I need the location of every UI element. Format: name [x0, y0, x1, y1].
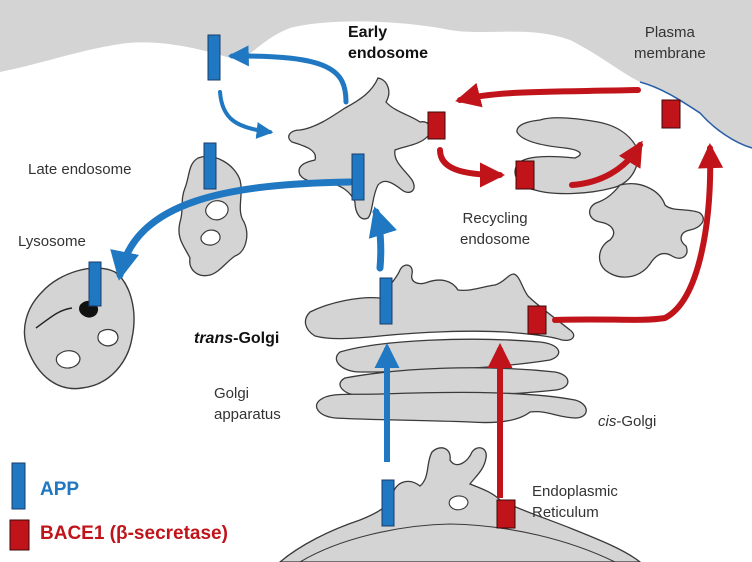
- early-endosome: [288, 77, 432, 220]
- plasma-membrane-label-line1: Plasma: [644, 24, 695, 41]
- recycling-endosome-label-line2: endosome: [460, 231, 531, 248]
- arrow-recycling-endosome-to-membrane: [569, 140, 643, 188]
- bace1-marker-membrane: [661, 99, 681, 129]
- golgi-apparatus-label-line1: Golgi: [214, 385, 250, 402]
- lysosome-hole-1: [55, 350, 81, 369]
- cis-golgi-label-italic: cis: [598, 413, 617, 430]
- bace1-marker-recycling-endosome: [515, 160, 535, 190]
- arrow-trans-golgi-to-early-endosome: [368, 206, 397, 272]
- lysosome-hole-2: [97, 328, 119, 347]
- trans-golgi-label-rest: -Golgi: [233, 330, 280, 347]
- plasma-membrane: [0, 0, 752, 148]
- bace1-marker-er: [496, 499, 516, 529]
- plasma-membrane-label: Plasma membrane: [634, 22, 706, 64]
- late-endosome-hole-2: [200, 229, 221, 246]
- arrow-membrane-to-early-endosome-bace1: [455, 82, 641, 108]
- arrow-membrane-to-early-endosome: [218, 90, 274, 139]
- app-marker-early-endosome: [351, 153, 365, 201]
- legend-bace1-label: BACE1 (β-secretase): [40, 523, 228, 544]
- er-label-line2: Reticulum: [532, 504, 599, 521]
- arrow-trans-golgi-to-membrane: [552, 142, 724, 323]
- app-marker-er: [381, 479, 395, 527]
- lysosome-label: Lysosome: [18, 233, 86, 250]
- early-endosome-label-line1: Early: [348, 24, 388, 41]
- recycling-endosome-label-line1: Recycling: [462, 210, 528, 227]
- legend-bace1-swatch: [9, 519, 30, 551]
- er-hole: [448, 495, 469, 511]
- plasma-membrane-label-line2: membrane: [634, 45, 706, 62]
- app-marker-lysosome: [88, 261, 102, 307]
- legend-app-swatch: [11, 462, 26, 510]
- arrow-early-to-recycling-endosome: [437, 147, 506, 188]
- early-endosome-label: Early endosome: [348, 22, 428, 64]
- early-endosome-label-line2: endosome: [348, 45, 429, 62]
- arrow-early-endosome-to-membrane: [227, 45, 349, 105]
- bace1-marker-early-endosome: [427, 111, 446, 140]
- cis-golgi-label-rest: -Golgi: [616, 413, 657, 430]
- lysosome-crack: [35, 307, 73, 329]
- late-endosome-hole-1: [205, 200, 229, 221]
- cis-golgi-cisterna: [315, 391, 587, 424]
- legend-app-label: APP: [40, 479, 80, 500]
- trans-golgi-cisterna: [304, 264, 575, 342]
- app-marker-late-endosome: [203, 142, 217, 190]
- er-label-line1: Endoplasmic: [532, 483, 618, 500]
- lysosome: [23, 267, 135, 390]
- golgi-apparatus-label: Golgi apparatus: [214, 383, 281, 425]
- arrow-early-endosome-to-lysosome: [110, 178, 354, 281]
- golgi-cisterna-2: [335, 338, 560, 373]
- er-label: Endoplasmic Reticulum: [532, 481, 618, 523]
- trans-golgi-label: trans-Golgi: [194, 328, 279, 349]
- late-endosome-label: Late endosome: [28, 161, 132, 178]
- bace1-marker-trans-golgi: [527, 305, 547, 335]
- cis-golgi-label: cis-Golgi: [598, 411, 656, 432]
- golgi-apparatus-label-line2: apparatus: [214, 406, 281, 423]
- recycling-endosome-lower: [589, 183, 704, 278]
- recycling-endosome-label: Recycling endosome: [460, 208, 530, 250]
- er-lumen-line: [299, 523, 616, 562]
- trans-golgi-label-italic: trans: [194, 330, 234, 347]
- app-marker-trans-golgi: [379, 277, 393, 325]
- app-marker-membrane: [207, 34, 221, 81]
- plasma-membrane-edge: [639, 81, 752, 149]
